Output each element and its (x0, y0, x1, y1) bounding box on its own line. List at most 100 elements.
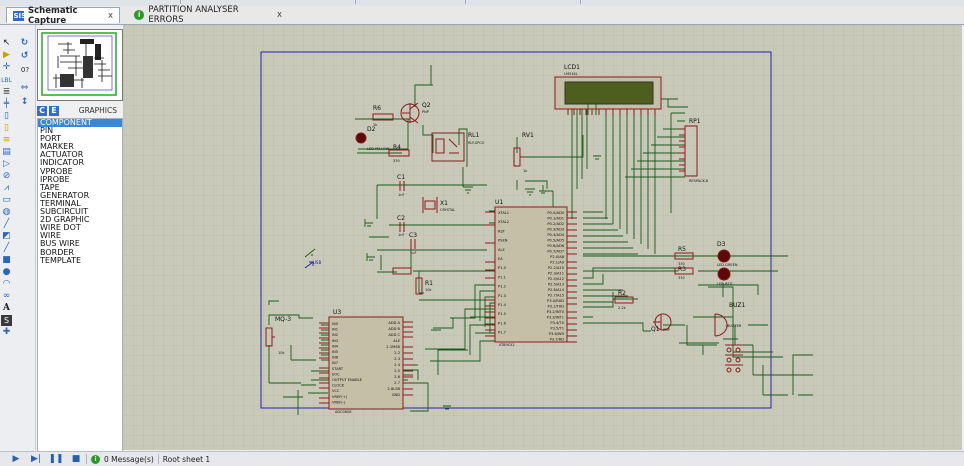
pin-label: IN1 (332, 328, 338, 332)
pin-label: P1.4 (498, 303, 507, 307)
list-item[interactable]: COMPONENT (38, 119, 122, 128)
list-item[interactable]: 2D GRAPHIC (40, 215, 90, 225)
rp1-model: RESPACK-8 (689, 179, 708, 183)
pin-label: P0.3/AD3 (547, 228, 564, 232)
pin-label: IN3 (332, 339, 338, 343)
info-icon: i (134, 10, 145, 20)
tape-recorder-icon[interactable]: ▷ (3, 159, 10, 169)
mq3-ref: MQ-3 (275, 316, 291, 323)
pause-icon[interactable]: ❚❚ (48, 454, 64, 464)
list-item[interactable]: WIRE (40, 231, 61, 241)
rp1-ref: RP1 (689, 118, 701, 125)
pin-label: P0.6/AD6 (547, 244, 564, 248)
voltage-probe-icon[interactable]: ⩘ (3, 183, 10, 193)
list-item[interactable]: TERMINAL (40, 198, 81, 208)
pin-label: 2-6 (394, 375, 401, 379)
collapse-button[interactable]: C (37, 105, 47, 116)
generator-icon[interactable]: ⊘ (2, 171, 11, 181)
r2-value: 2.2k (618, 306, 627, 310)
list-item[interactable]: INDICATOR (40, 158, 85, 168)
list-item[interactable]: VPROBE (40, 166, 73, 176)
pin-label: IN4 (332, 344, 339, 348)
close-icon[interactable]: x (276, 10, 282, 20)
list-item[interactable]: TEMPLATE (40, 255, 82, 265)
junction-dot-icon[interactable]: ✛ (2, 62, 11, 72)
pin-label: XTAL2 (498, 220, 509, 224)
pin-label: P1.2 (498, 285, 506, 289)
buz1-model: BUZZER (727, 324, 742, 328)
pin-label: P2.6/A14 (548, 288, 565, 292)
menu-strip (0, 0, 964, 6)
text-script-icon[interactable]: ≣ (2, 87, 11, 97)
list-item[interactable]: SUBCIRCUIT (40, 207, 89, 217)
pin-label: P2.7/A15 (548, 294, 564, 298)
component-mode-icon[interactable]: ▶ (3, 50, 10, 60)
list-item[interactable]: PIN (40, 126, 54, 136)
box-2d-icon[interactable]: ◩ (2, 231, 11, 241)
path-icon[interactable]: ∞ (2, 291, 11, 301)
q1-model: PNP (663, 328, 670, 332)
rotate-anticlockwise-icon[interactable]: ↺ (20, 51, 29, 61)
pin-label: P3.0/RXD (547, 299, 564, 303)
bus-icon[interactable]: ╪ (3, 99, 10, 109)
current-probe-icon[interactable]: ▭ (2, 195, 11, 205)
stop-icon[interactable]: ■ (71, 454, 81, 464)
tab-schematic-capture[interactable]: ISIS Schematic Capture x (6, 6, 120, 26)
list-item[interactable]: ACTUATOR (40, 150, 84, 160)
pin-label: OUTPUT ENABLE (332, 378, 363, 382)
message-count[interactable]: 0 Message(s) (104, 454, 154, 464)
virtual-instrument-icon[interactable]: ◍ (2, 207, 11, 217)
rotate-clockwise-icon[interactable]: ↻ (20, 38, 29, 48)
pin-label: 2-7 (394, 381, 400, 385)
resistor (372, 113, 394, 121)
pin-label: P0.1/AD1 (547, 217, 564, 221)
play-icon[interactable]: ▶ (12, 454, 20, 464)
arc-icon[interactable]: ◠ (2, 279, 11, 289)
line-2d-icon[interactable]: ╱ (3, 219, 10, 229)
schematic-canvas[interactable]: LCD1 LM016L RP1 RESPACK-8 Q2 PNP R6 1k D… (123, 25, 962, 450)
pin-label: P0.2/AD2 (547, 222, 564, 226)
rectangle-icon[interactable]: ■ (2, 255, 11, 265)
list-item[interactable]: MARKER (40, 142, 74, 152)
list-item[interactable]: GENERATOR (40, 190, 90, 200)
close-icon[interactable]: x (107, 10, 113, 21)
overview-thumbnail (40, 32, 120, 98)
mirror-vertical-icon[interactable]: ↕ (20, 97, 29, 107)
u3-ref: U3 (333, 309, 341, 316)
r3-value: 330 (678, 276, 685, 280)
list-item[interactable]: PORT (40, 134, 61, 144)
pin-label: 2-3 (394, 357, 400, 361)
circle-icon[interactable]: ● (2, 267, 11, 277)
list-item[interactable]: BUS WIRE (40, 239, 80, 249)
pin-label: P1.5 (498, 312, 506, 316)
pin-label: P3.3/INT1 (547, 316, 564, 320)
wire-label-icon[interactable]: LBL (1, 77, 12, 84)
q2-ref: Q2 (422, 102, 431, 109)
text-icon[interactable]: A (3, 303, 10, 313)
expand-button[interactable]: E (49, 105, 59, 116)
symbol-icon[interactable]: S (1, 315, 12, 326)
led (355, 132, 367, 144)
selection-mode-icon[interactable]: ↖ (2, 38, 11, 48)
rotation-angle-field[interactable]: 0? (20, 66, 30, 74)
buzzer (714, 313, 728, 337)
tab-partition-analyser[interactable]: i PARTITION ANALYSER ERRORS x (128, 5, 288, 25)
pin-label: ADD C (388, 333, 400, 337)
overview-window[interactable] (37, 29, 123, 101)
list-item[interactable]: IPROBE (40, 174, 70, 184)
pin-label: 2-4 (394, 363, 401, 367)
mirror-horizontal-icon[interactable]: ⇔ (20, 83, 29, 93)
line-icon[interactable]: ╱ (3, 243, 10, 253)
graph-icon[interactable]: ▤ (2, 147, 11, 157)
list-item[interactable]: WIRE DOT (40, 223, 81, 233)
list-item[interactable]: TAPE (40, 182, 60, 192)
step-icon[interactable]: ▶| (31, 454, 41, 464)
adc (328, 316, 404, 410)
r3-ref: R3 (678, 266, 686, 273)
device-pins-icon[interactable]: ≡ (2, 135, 11, 145)
terminals-icon[interactable]: ▯ (4, 123, 9, 133)
c3-value: 1uF (410, 251, 416, 255)
marker-icon[interactable]: ✚ (2, 327, 11, 337)
subcircuit-icon[interactable]: ▯ (4, 111, 9, 121)
list-item[interactable]: BORDER (40, 247, 74, 257)
